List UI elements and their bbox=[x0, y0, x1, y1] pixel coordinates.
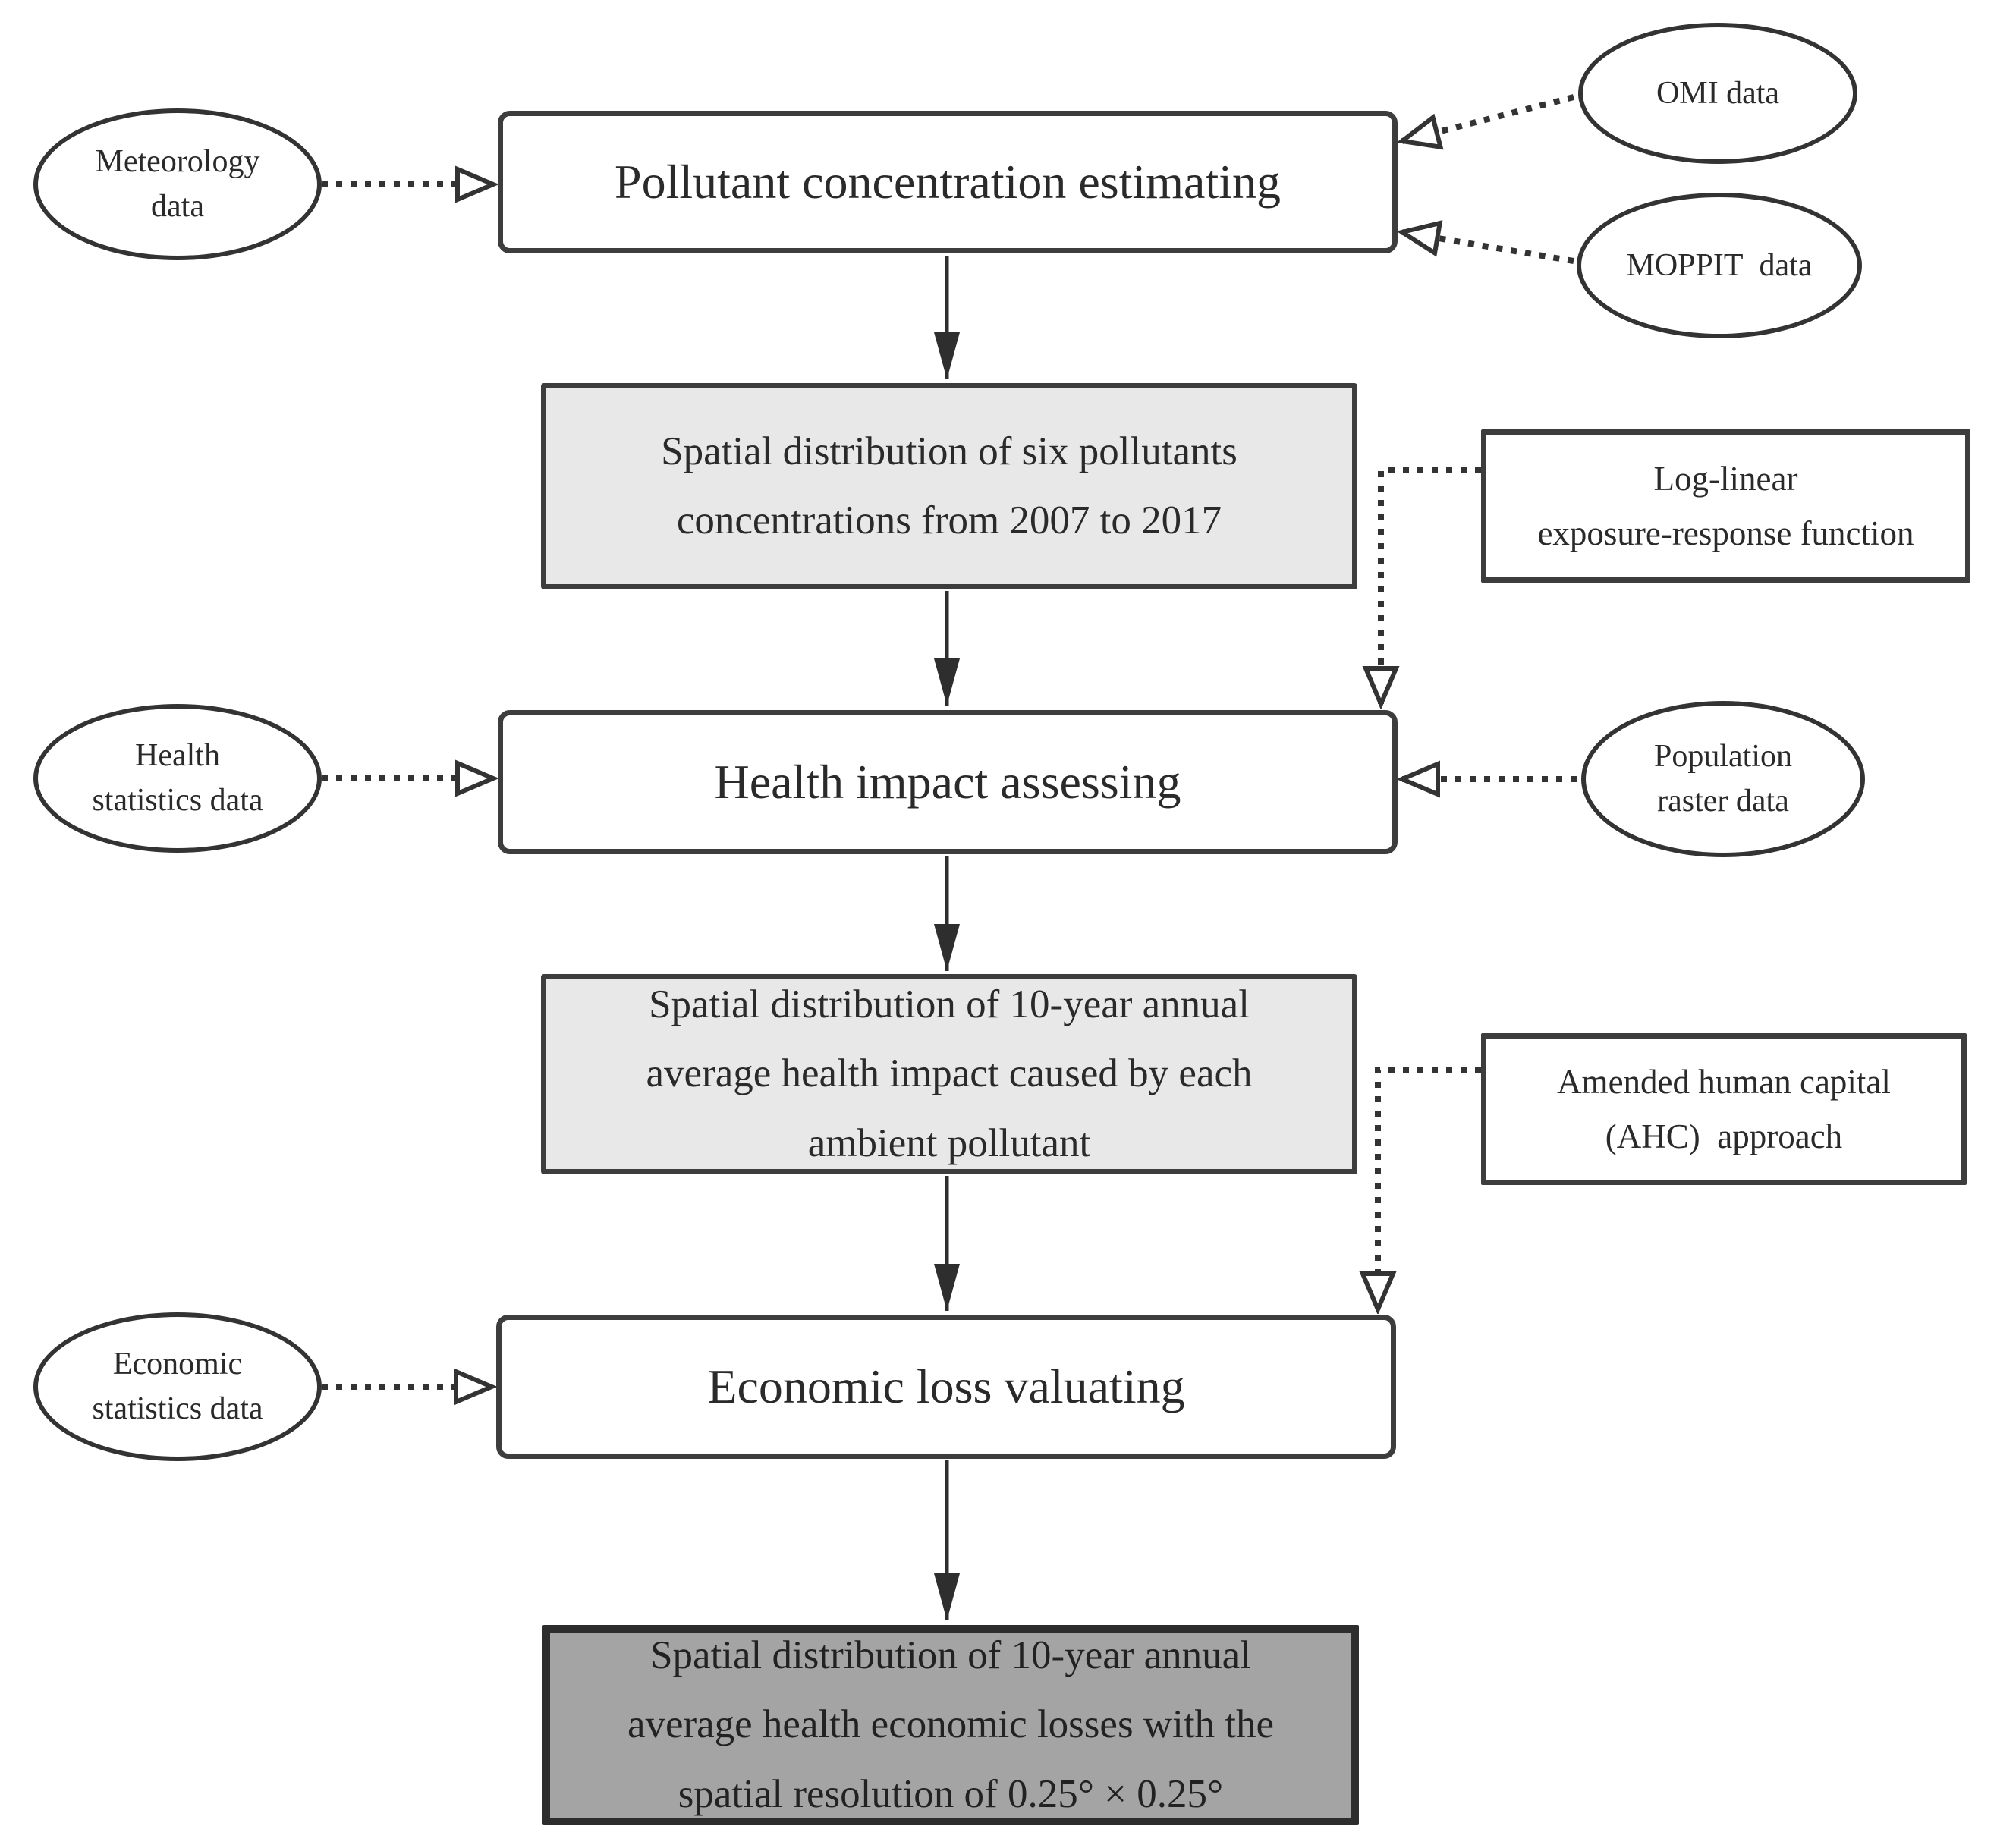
node-log-linear-exposure-response-function: Log-linear exposure-response function bbox=[1481, 429, 1970, 583]
dotted-arrow-moppit-to-pollutant bbox=[1402, 232, 1574, 264]
node-health-impact-assessing: Health impact assessing bbox=[498, 710, 1398, 854]
node-spatial-distribution-economic-losses-label: Spatial distribution of 10-year annual a… bbox=[627, 1633, 1275, 1816]
node-spatial-distribution-health-impact-label: Spatial distribution of 10-year annual a… bbox=[646, 982, 1253, 1165]
node-population-raster-data-label: Population raster data bbox=[1653, 739, 1792, 819]
node-economic-statistics-data-label: Economic statistics data bbox=[92, 1347, 263, 1426]
node-health-impact-assessing-label: Health impact assessing bbox=[714, 755, 1181, 809]
node-meteorology-data-label: Meteorology data bbox=[95, 144, 260, 224]
node-omi-data-label: OMI data bbox=[1656, 75, 1780, 111]
dotted-arrow-omi-to-pollutant bbox=[1402, 94, 1574, 141]
dotted-arrow-ahc-to-economic-loss bbox=[1378, 1067, 1481, 1309]
node-pollutant-concentration-estimating: Pollutant concentration estimating bbox=[498, 111, 1398, 253]
node-population-raster-data: Population raster data bbox=[1581, 701, 1865, 857]
node-economic-loss-valuating: Economic loss valuating bbox=[496, 1315, 1396, 1459]
dotted-arrow-log-linear-to-health-impact bbox=[1381, 467, 1481, 704]
node-pollutant-concentration-estimating-label: Pollutant concentration estimating bbox=[614, 155, 1282, 209]
node-spatial-distribution-six-pollutants-label: Spatial distribution of six pollutants c… bbox=[661, 429, 1238, 542]
node-health-statistics-data: Health statistics data bbox=[33, 704, 322, 853]
node-spatial-distribution-health-impact: Spatial distribution of 10-year annual a… bbox=[541, 974, 1357, 1174]
node-omi-data: OMI data bbox=[1578, 23, 1857, 164]
node-economic-statistics-data: Economic statistics data bbox=[33, 1312, 322, 1461]
node-amended-human-capital-approach-label: Amended human capital (AHC) approach bbox=[1557, 1063, 1891, 1155]
node-log-linear-exposure-response-function-label: Log-linear exposure-response function bbox=[1537, 460, 1914, 552]
node-economic-loss-valuating-label: Economic loss valuating bbox=[707, 1359, 1185, 1413]
node-meteorology-data: Meteorology data bbox=[33, 108, 322, 260]
node-moppit-data-label: MOPPIT data bbox=[1626, 247, 1813, 283]
node-spatial-distribution-six-pollutants: Spatial distribution of six pollutants c… bbox=[541, 383, 1357, 589]
node-spatial-distribution-economic-losses: Spatial distribution of 10-year annual a… bbox=[542, 1625, 1359, 1825]
node-moppit-data: MOPPIT data bbox=[1577, 193, 1862, 338]
node-amended-human-capital-approach: Amended human capital (AHC) approach bbox=[1481, 1033, 1967, 1185]
node-health-statistics-data-label: Health statistics data bbox=[92, 738, 263, 818]
